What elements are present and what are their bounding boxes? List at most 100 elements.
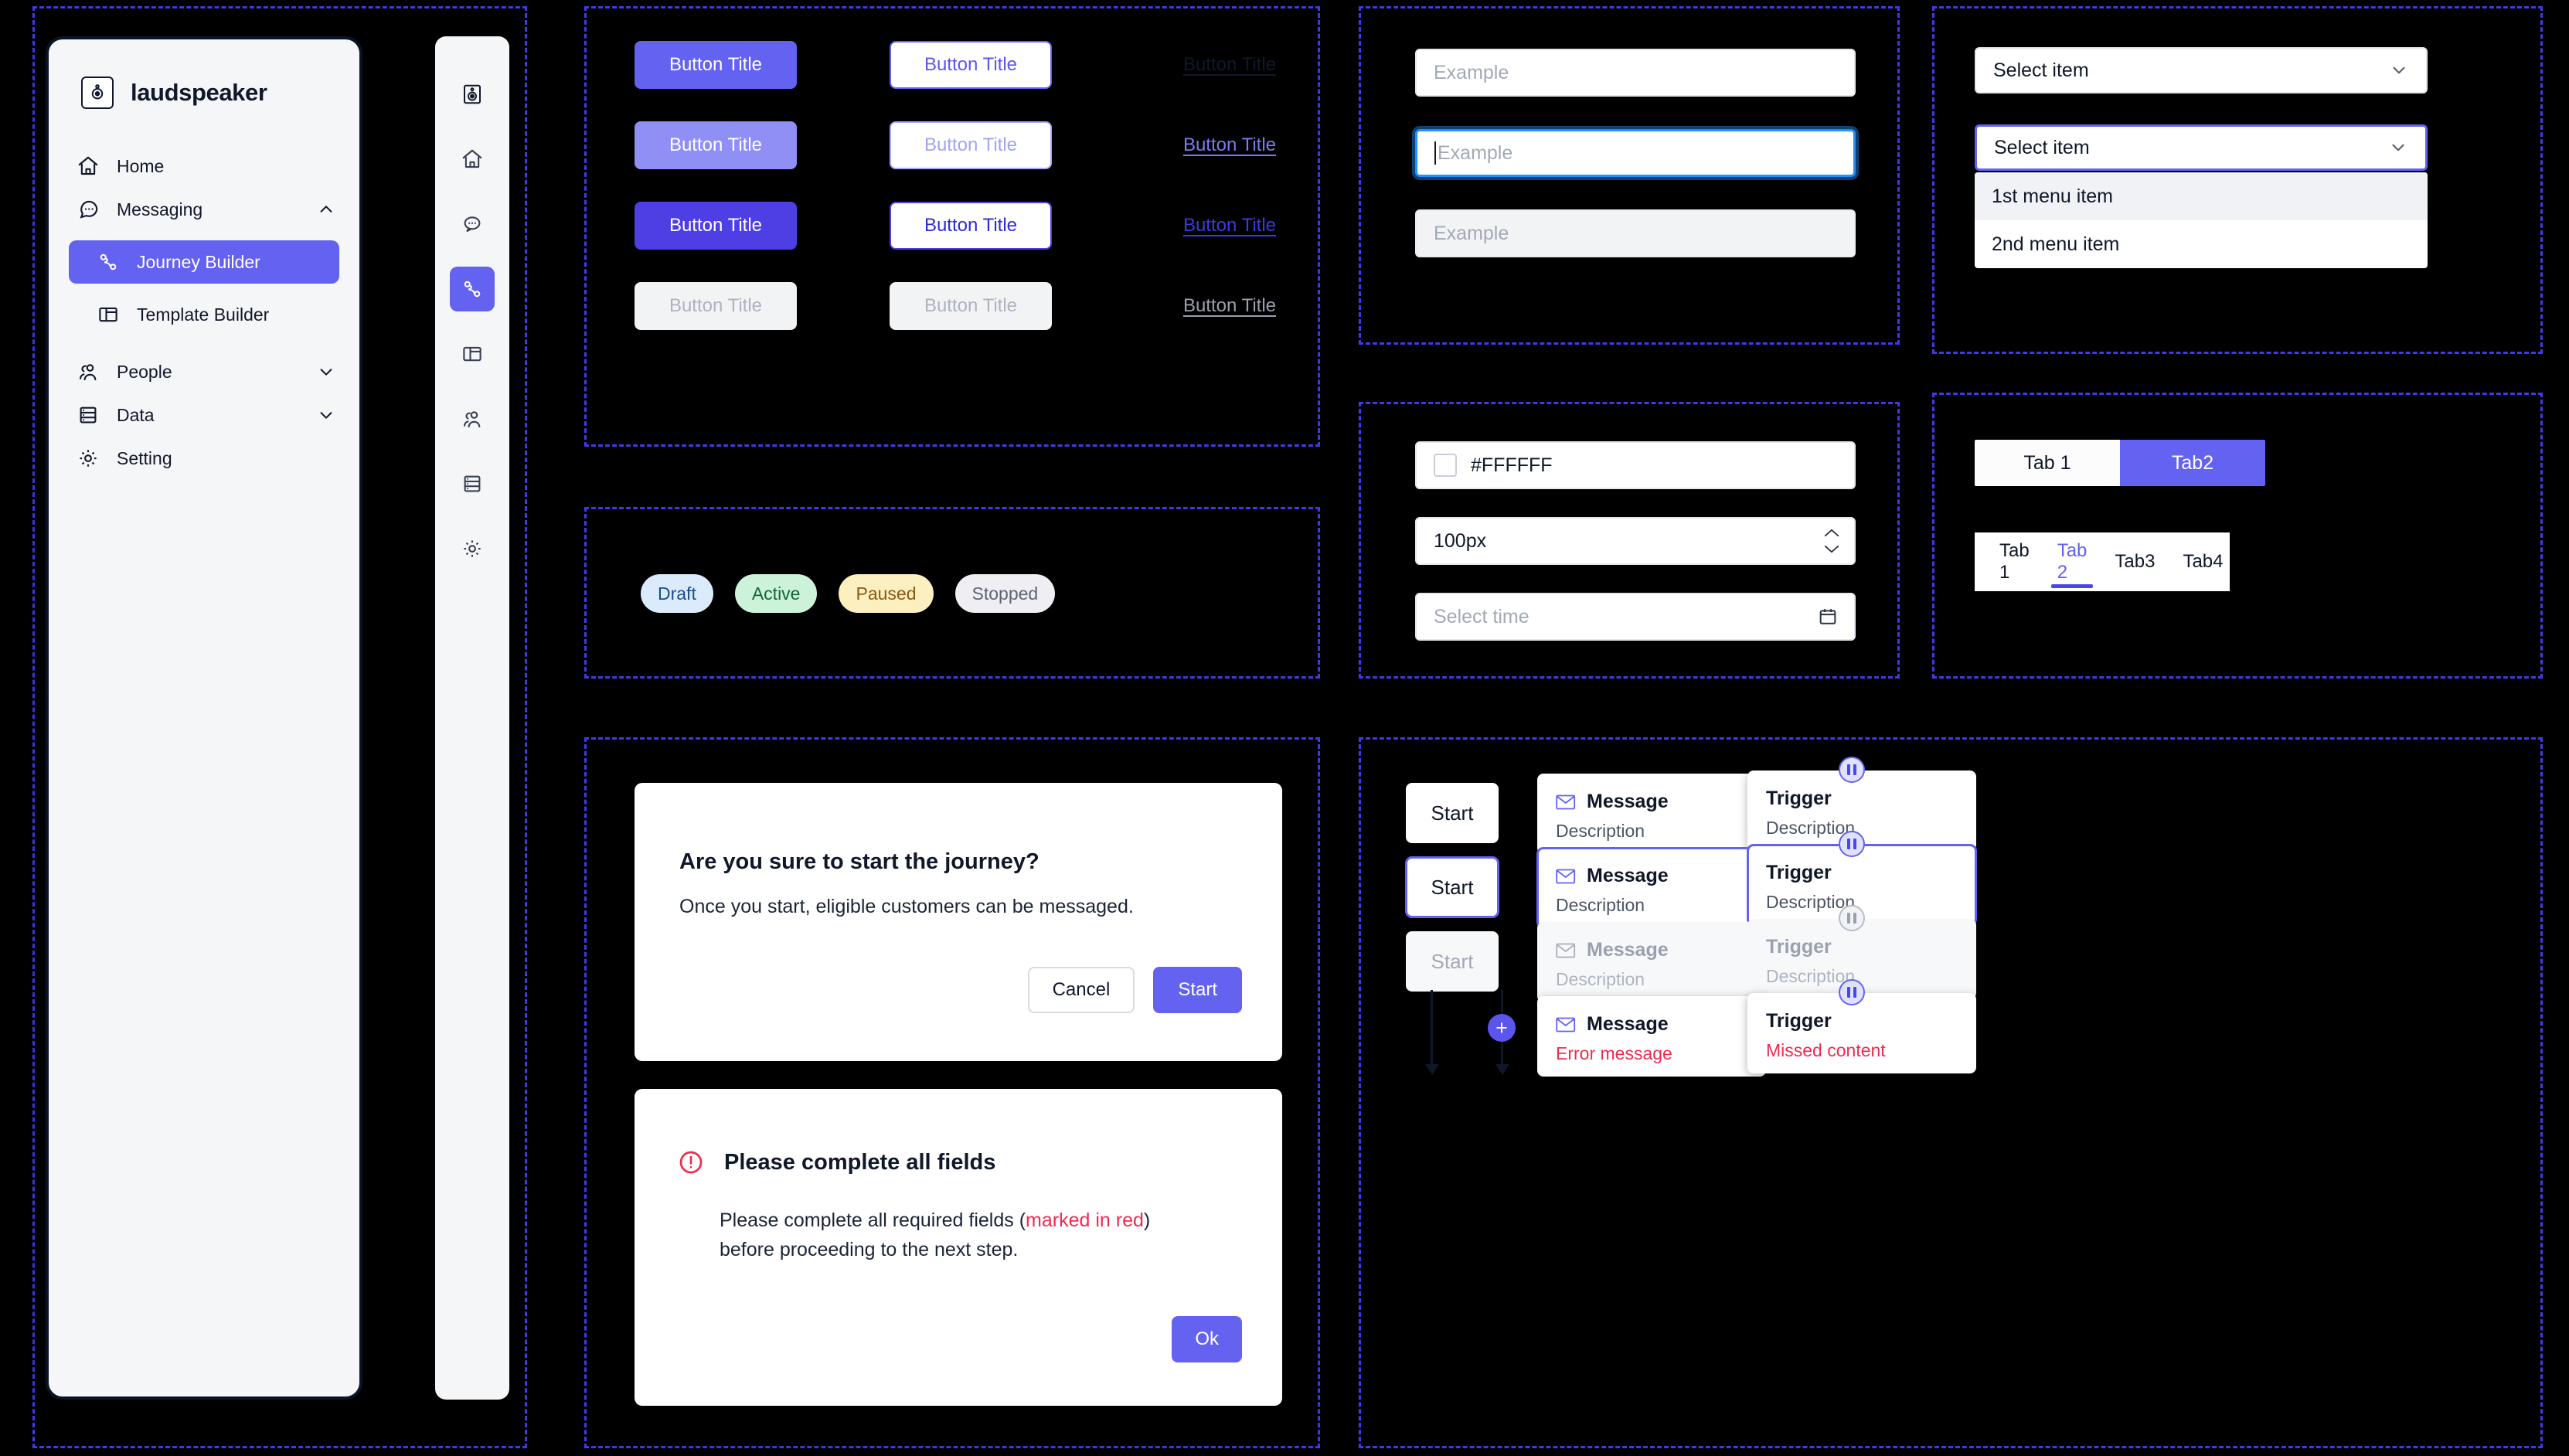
button-grid: Button Title Button Title Button Title B… <box>635 41 1315 330</box>
text-input-placeholder: Example <box>1434 222 1509 244</box>
sidebar-item-label: Messaging <box>117 199 203 219</box>
segmented-control: Tab 1 Tab2 <box>1975 440 2265 486</box>
menu-item-1[interactable]: 1st menu item <box>1975 172 2428 220</box>
error-body-highlight: marked in red <box>1026 1209 1144 1231</box>
node-description: Description <box>1556 895 1645 915</box>
text-input-placeholder: Example <box>1438 141 1513 164</box>
flow-node-trigger-default[interactable]: Trigger Description <box>1747 757 1976 851</box>
time-picker-input[interactable]: Select time <box>1415 593 1856 641</box>
sidebar-item-home[interactable]: Home <box>49 145 359 188</box>
special-inputs-frame: #FFFFFF 100px Select time <box>1359 402 1900 679</box>
tab-3[interactable]: Tab3 <box>2115 551 2156 572</box>
outline-button-disabled: Button Title <box>890 282 1052 330</box>
template-icon[interactable] <box>450 332 495 376</box>
primary-button-hover[interactable]: Button Title <box>635 121 797 169</box>
ok-button[interactable]: Ok <box>1172 1316 1242 1362</box>
text-input-disabled: Example <box>1415 209 1856 257</box>
flow-nodes-frame: Start Message Description Trigger Descri… <box>1359 737 2543 1448</box>
chevron-up-icon[interactable] <box>1823 528 1840 538</box>
outline-button-default[interactable]: Button Title <box>890 41 1052 89</box>
segment-tab-1[interactable]: Tab 1 <box>1975 440 2120 486</box>
sidebar-item-label: Home <box>117 155 165 176</box>
chevron-down-icon[interactable] <box>2388 138 2408 158</box>
primary-button-active[interactable]: Button Title <box>635 202 797 250</box>
sidebar-item-template-builder[interactable]: Template Builder <box>69 293 339 336</box>
flow-node-start-default[interactable]: Start <box>1406 783 1499 843</box>
sidebar-item-label: People <box>117 361 172 382</box>
segment-tab-2[interactable]: Tab2 <box>2120 440 2265 486</box>
error-body-part1: Please complete all required fields ( <box>720 1209 1026 1231</box>
buttons-frame: Button Title Button Title Button Title B… <box>584 6 1320 447</box>
brand: laudspeaker <box>49 39 359 109</box>
plus-icon[interactable]: + <box>1488 1014 1516 1042</box>
link-button-default[interactable]: Button Title <box>1182 54 1277 75</box>
error-body-line2: before proceeding to the next step. <box>720 1238 1019 1260</box>
chevron-down-icon[interactable] <box>318 363 335 380</box>
journey-icon[interactable] <box>450 267 495 311</box>
pause-icon[interactable] <box>1839 831 1865 857</box>
flow-node-start-selected[interactable]: Start <box>1406 857 1499 917</box>
chevron-down-icon[interactable] <box>1823 544 1840 554</box>
speaker-icon[interactable] <box>450 72 495 117</box>
start-button[interactable]: Start <box>1153 967 1242 1013</box>
gear-icon[interactable] <box>450 526 495 571</box>
pause-icon[interactable] <box>1839 757 1865 783</box>
collapsed-sidebar-rail <box>435 36 509 1400</box>
underline-tabbar: Tab 1 Tab 2 Tab3 Tab4 <box>1975 532 2230 591</box>
text-input-default[interactable]: Example <box>1415 49 1856 97</box>
calendar-icon[interactable] <box>1817 606 1839 628</box>
flow-node-trigger-error[interactable]: Trigger Missed content <box>1747 979 1976 1073</box>
sidebar-item-journey-builder[interactable]: Journey Builder <box>69 240 339 284</box>
link-button-active[interactable]: Button Title <box>1182 215 1277 236</box>
flow-node-message-error[interactable]: Message Error message <box>1537 996 1766 1077</box>
stepper-icon[interactable] <box>1823 528 1840 554</box>
cancel-button[interactable]: Cancel <box>1027 967 1135 1013</box>
tabs-frame: Tab 1 Tab2 Tab 1 Tab 2 Tab3 Tab4 <box>1932 393 2543 679</box>
status-badge-row: Draft Active Paused Stopped <box>641 574 1056 613</box>
primary-button-default[interactable]: Button Title <box>635 41 797 89</box>
node-title: Trigger <box>1766 788 1832 809</box>
home-icon[interactable] <box>450 137 495 182</box>
select-frame: Select item Select item 1st menu item 2n… <box>1932 6 2543 354</box>
menu-item-2[interactable]: 2nd menu item <box>1992 233 2120 255</box>
color-input[interactable]: #FFFFFF <box>1415 441 1856 489</box>
error-body: Please complete all required fields (mar… <box>720 1206 1150 1264</box>
primary-button-disabled: Button Title <box>635 282 797 330</box>
database-icon[interactable] <box>450 461 495 506</box>
modals-frame: Are you sure to start the journey? Once … <box>584 737 1320 1448</box>
link-button-hover[interactable]: Button Title <box>1182 134 1277 155</box>
sidebar-item-messaging[interactable]: Messaging <box>49 188 359 231</box>
number-stepper-input[interactable]: 100px <box>1415 517 1856 565</box>
color-swatch-icon[interactable] <box>1434 454 1457 477</box>
chat-bubble-icon[interactable] <box>450 202 495 247</box>
modal-title: Are you sure to start the journey? <box>679 849 1040 874</box>
outline-button-hover[interactable]: Button Title <box>890 121 1052 169</box>
text-input-placeholder: Example <box>1434 61 1509 83</box>
envelope-icon <box>1556 1017 1576 1032</box>
select-open[interactable]: Select item <box>1975 124 2428 171</box>
sidebar-item-people[interactable]: People <box>49 350 359 393</box>
chevron-down-icon[interactable] <box>2389 60 2409 80</box>
select-value: Select item <box>1994 136 2090 158</box>
flow-node-message-default[interactable]: Message Description <box>1537 774 1766 854</box>
chevron-down-icon[interactable] <box>318 407 335 424</box>
flow-node-message-selected[interactable]: Message Description <box>1537 848 1766 928</box>
node-title: Message <box>1587 865 1669 886</box>
gear-icon <box>80 450 97 467</box>
text-input-focused[interactable]: Example <box>1415 129 1856 177</box>
database-icon <box>80 407 97 424</box>
tab-2[interactable]: Tab 2 <box>2043 532 2101 591</box>
tab-1[interactable]: Tab 1 <box>1999 540 2030 583</box>
pause-icon[interactable] <box>1839 979 1865 1005</box>
sidebar-item-data[interactable]: Data <box>49 393 359 437</box>
outline-button-active[interactable]: Button Title <box>890 202 1052 250</box>
sidebar-item-setting[interactable]: Setting <box>49 437 359 480</box>
chevron-up-icon[interactable] <box>318 201 335 218</box>
select-closed[interactable]: Select item <box>1975 47 2428 94</box>
envelope-icon <box>1556 943 1576 958</box>
status-badges-frame: Draft Active Paused Stopped <box>584 507 1320 679</box>
sidebar-nav: Home Messaging <box>49 145 359 480</box>
tab-4[interactable]: Tab4 <box>2183 551 2224 572</box>
flow-connector-arrowhead <box>1495 1064 1509 1075</box>
people-icon[interactable] <box>450 396 495 441</box>
